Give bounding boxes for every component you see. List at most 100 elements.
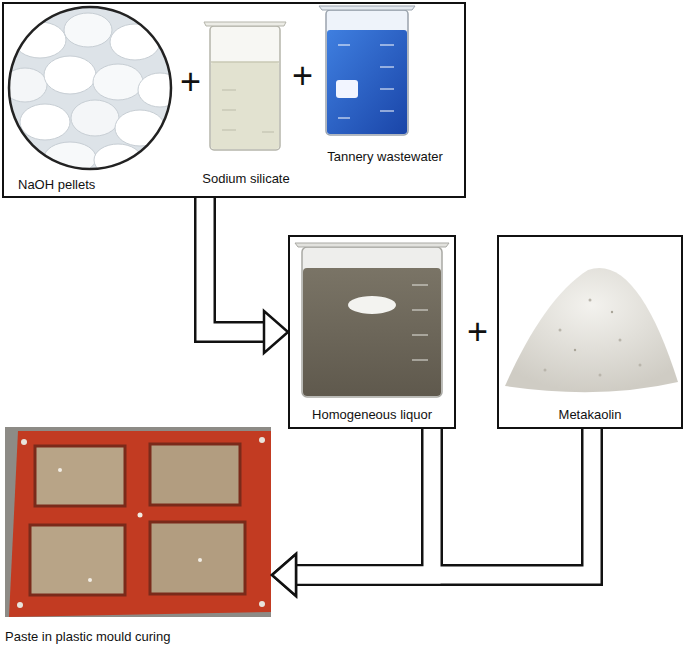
mould-photo-part: [9, 431, 271, 617]
naoh-pellets-picture-part-part: [93, 64, 143, 100]
sodium-silicate-beaker-part: [222, 110, 236, 111]
naoh-pellets-picture-part-part: [44, 56, 96, 94]
liquor-beaker: [295, 243, 449, 397]
liquor-beaker-part: [302, 247, 442, 397]
input-group-box: NaOH pellets Sodium silicate Tannery waste…: [2, 2, 466, 198]
hollow-arrow-outline: [205, 197, 267, 332]
liquor-beaker-part: [412, 335, 428, 336]
metakaolin-powder-part: [505, 268, 678, 392]
naoh-pellets-picture-part-part: [20, 104, 70, 140]
liquor-beaker-part: [412, 285, 428, 286]
metakaolin-powder-part: [611, 311, 613, 313]
mould-photo: [5, 427, 271, 617]
mould-photo-part: [17, 602, 23, 608]
naoh-pellets-picture-part-part: [14, 22, 66, 58]
connector-heads: [264, 311, 296, 596]
mould-photo-part: [150, 444, 240, 505]
tannery-wastewater-beaker: [319, 6, 415, 135]
caption-text: Tannery wastewater: [327, 149, 443, 164]
plus-sign: +: [292, 58, 313, 94]
liquor-beaker-part: [412, 360, 428, 361]
mould-photo-part: [138, 513, 143, 518]
tannery-wastewater-beaker-part: [380, 67, 394, 68]
naoh-pellets-picture-part: [3, 6, 182, 176]
result-picture: Paste in plastic mould curing: [5, 427, 271, 647]
caption-text: Homogeneous liquor: [312, 407, 432, 422]
connector-fills: [205, 197, 592, 575]
metakaolin-powder-part: [639, 364, 642, 367]
arrow-head: [264, 311, 288, 353]
hollow-arrow-head: [264, 311, 288, 353]
mould-photo-part: [58, 468, 62, 472]
caption-text: Paste in plastic mould curing: [5, 629, 170, 644]
tannery-wastewater-beaker-part: [380, 45, 394, 46]
naoh-pellets-picture-part-part: [115, 110, 165, 146]
naoh-pellets-picture-part: [9, 7, 171, 169]
mould-photo-part: [30, 525, 125, 595]
hollow-arrow-outline: [293, 428, 592, 575]
sodium-silicate-beaker-part: [262, 132, 274, 133]
naoh-pellets-picture-part-part: [138, 73, 182, 107]
sodium-silicate-beaker-part: [222, 130, 236, 131]
metakaolin-powder-part: [544, 369, 547, 372]
mould-photo-part: [198, 558, 202, 562]
metakaolin-powder-part: [589, 299, 592, 302]
naoh-pellets-picture: [3, 6, 182, 176]
hollow-arrow-shaft: [293, 428, 432, 575]
caption-text: Sodium silicate: [202, 171, 289, 186]
naoh-pellets-picture-part-part: [64, 13, 112, 47]
sodium-silicate-beaker-part: [222, 90, 236, 91]
metakaolin-powder: [505, 268, 678, 392]
ingredient-picture: NaOH pellets: [4, 4, 176, 195]
sodium-silicate-beaker-part: [204, 22, 286, 26]
mould-photo-part: [88, 578, 92, 582]
metakaolin-powder-part: [559, 329, 562, 332]
mixture-box: Homogeneous liquor: [288, 235, 456, 429]
tannery-wastewater-beaker-part: [336, 80, 358, 98]
tannery-wastewater-beaker-part: [338, 118, 350, 119]
plus-sign: +: [467, 314, 488, 350]
liquor-beaker-part: [303, 268, 441, 396]
sodium-silicate-beaker: [204, 22, 286, 150]
mould-photo-part: [259, 601, 265, 607]
ingredient-picture: Tannery wastewater: [308, 4, 462, 166]
naoh-pellets-picture-part-part: [71, 100, 119, 136]
tannery-wastewater-beaker-part: [327, 30, 407, 134]
connector-outlines: [205, 197, 592, 575]
arrow-head: [272, 554, 296, 596]
metakaolin-powder-part: [619, 339, 622, 342]
metakaolin-powder-part: [574, 349, 576, 351]
mould-photo-part: [259, 437, 265, 443]
ingredient-picture: Sodium silicate: [196, 4, 296, 190]
metakaolin-powder-part: [599, 374, 602, 377]
naoh-pellets-picture-part-part: [94, 144, 142, 176]
hollow-arrow-head: [272, 554, 296, 596]
caption-text: NaOH pellets: [18, 177, 95, 192]
plus-sign: +: [180, 64, 201, 100]
liquor-beaker-part: [412, 310, 428, 311]
tannery-wastewater-beaker-part: [319, 6, 415, 10]
liquor-beaker-part: [295, 243, 449, 247]
tannery-wastewater-beaker-part: [380, 111, 394, 112]
caption-text: Metakaolin: [559, 407, 622, 422]
tannery-wastewater-beaker-part: [338, 45, 350, 46]
naoh-pellets-picture-part-part: [110, 24, 160, 60]
sodium-silicate-beaker-part: [211, 61, 279, 63]
mould-photo-part: [5, 427, 271, 617]
liquor-beaker-part: [348, 296, 396, 314]
hollow-arrow-shaft: [205, 197, 267, 332]
sodium-silicate-beaker-part: [211, 62, 279, 149]
tannery-wastewater-beaker-part: [380, 89, 394, 90]
mould-photo-part: [35, 446, 125, 506]
mould-photo-part: [21, 439, 27, 445]
mould-photo-part: [150, 522, 245, 594]
arrow-head: [272, 554, 296, 596]
tannery-wastewater-beaker-part: [326, 10, 408, 135]
hollow-arrow-head: [272, 554, 296, 596]
sodium-silicate-beaker-part: [210, 26, 280, 150]
hollow-arrow-outline: [293, 428, 432, 575]
ingredient-box: Metakaolin: [497, 235, 683, 429]
hollow-arrow-shaft: [293, 428, 592, 575]
